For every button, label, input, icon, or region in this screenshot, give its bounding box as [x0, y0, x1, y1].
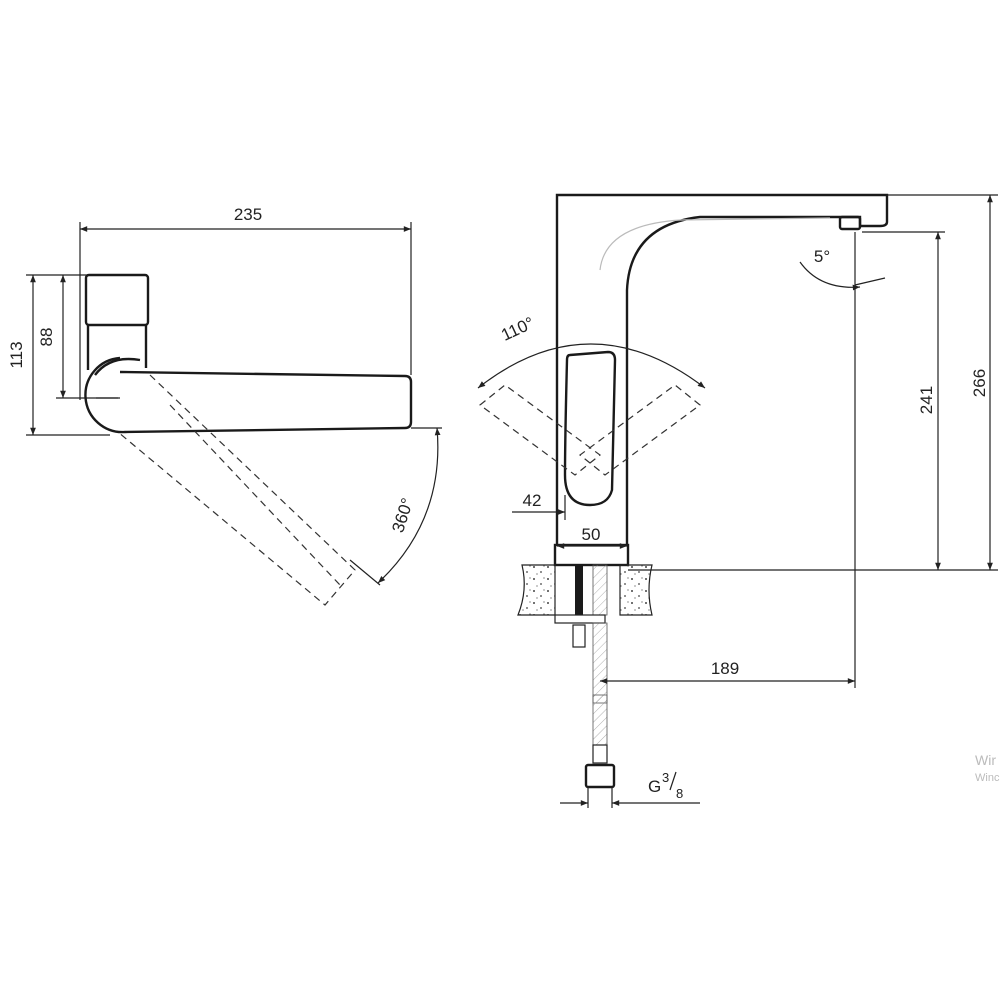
handle-swing-dashed: 110° — [477, 313, 706, 476]
dimension-42: 42 — [512, 491, 566, 520]
dimension-88: 88 — [37, 275, 118, 399]
watermark-line-1: Wir — [975, 752, 996, 768]
label-360: 360° — [388, 496, 417, 535]
countertop-section — [517, 564, 653, 789]
dimension-50: 50 — [557, 525, 627, 549]
rotation-arc: 360° — [349, 427, 442, 586]
label-50: 50 — [582, 525, 601, 544]
dimension-189: 189 — [600, 290, 856, 688]
dimension-235: 235 — [79, 205, 412, 400]
label-88: 88 — [37, 328, 56, 347]
label-189: 189 — [711, 659, 739, 678]
faucet-body — [553, 193, 889, 567]
label-235: 235 — [234, 205, 262, 224]
label-266: 266 — [970, 369, 989, 397]
label-thread-num: 3 — [662, 770, 669, 785]
label-241: 241 — [917, 386, 936, 414]
top-view: 235 113 88 360° — [7, 205, 442, 606]
dimension-241: 241 — [862, 231, 945, 570]
side-view: 110° 5° 266 241 — [477, 193, 998, 808]
watermark-line-2: Winc — [975, 772, 1000, 784]
rotated-lever-dashed — [117, 374, 356, 606]
dimension-g38: G 3 8 — [560, 770, 700, 808]
label-5: 5° — [814, 247, 830, 266]
label-thread-den: 8 — [676, 786, 683, 801]
faucet-top-outline — [84, 273, 413, 434]
label-110: 110° — [498, 313, 537, 345]
dimension-266: 266 — [628, 194, 998, 571]
label-113: 113 — [7, 341, 26, 368]
label-42: 42 — [523, 491, 542, 510]
dimension-113: 113 — [7, 274, 110, 436]
spout-angle: 5° — [799, 232, 886, 291]
label-g: G — [648, 777, 661, 796]
